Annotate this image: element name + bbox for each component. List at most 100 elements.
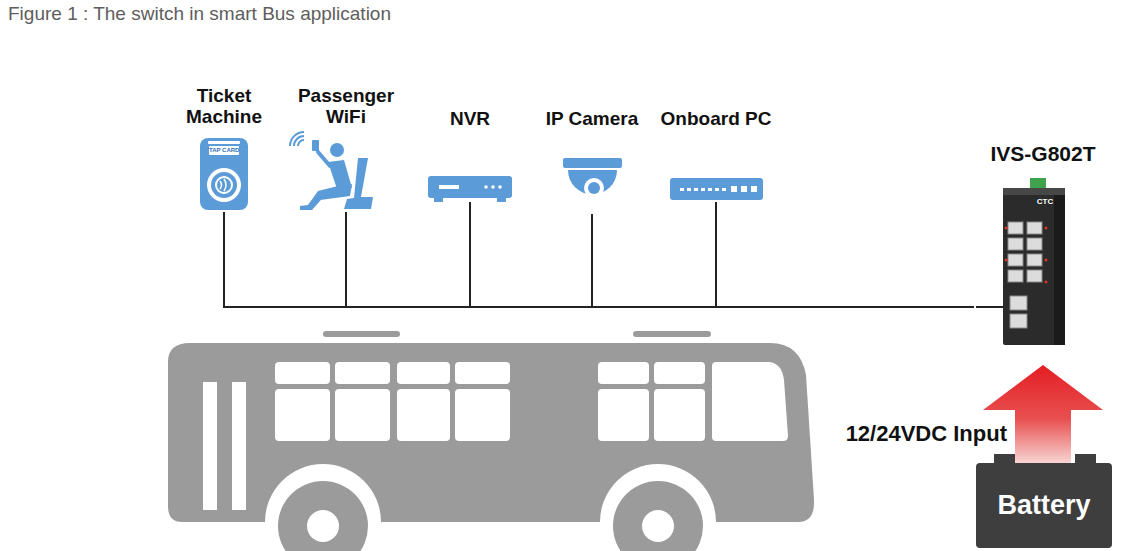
- onboard-pc-icon-part: [694, 188, 698, 191]
- bus-silhouette-part: [323, 331, 400, 337]
- bus-wire-stub-part: [976, 306, 1004, 308]
- passenger-wifi-icon-part: [290, 132, 304, 146]
- onboard-pc-icon-part: [701, 188, 705, 191]
- node-label: Passenger WiFi: [286, 85, 406, 128]
- nvr-icon-part: [497, 198, 506, 202]
- battery-box: Battery: [976, 463, 1112, 548]
- switch-picture-part: [1027, 270, 1042, 282]
- switch-picture-part: [1010, 314, 1027, 328]
- bus-silhouette-part: [275, 362, 330, 384]
- bus-silhouette-part: [642, 510, 674, 542]
- onboard-pc-icon-part: [722, 188, 726, 191]
- bus-silhouette-part: [598, 362, 649, 384]
- onboard-pc-node: Onboard PC: [655, 108, 777, 202]
- figure-title: Figure 1 : The switch in smart Bus appli…: [8, 3, 391, 25]
- bus-silhouette-part: [203, 382, 217, 510]
- tap-card-text: TAP CARD: [209, 146, 239, 155]
- switch-node: IVS-G802T: [974, 142, 1112, 350]
- node-label: Ticket Machine: [174, 85, 274, 128]
- switch-picture-part: [1045, 259, 1048, 262]
- ip-camera-icon-part: [588, 182, 600, 194]
- passenger-wifi-icon-part: [344, 158, 373, 209]
- ticket-machine-icon-part: [211, 172, 237, 198]
- passenger-wifi-icon-part: [330, 143, 344, 157]
- bus-silhouette-part: [265, 464, 381, 551]
- bus-silhouette-part: [598, 389, 649, 441]
- onboard-pc-icon-part: [731, 186, 737, 192]
- switch-picture-part: [1027, 222, 1042, 234]
- switch-picture-part: [1027, 254, 1042, 266]
- nvr-icon-part: [428, 176, 512, 198]
- bus-silhouette-part: [335, 362, 390, 384]
- brand-logo: CTC: [1034, 197, 1056, 207]
- onboard-pc-icon-part: [687, 188, 691, 191]
- node-label: IVS-G802T: [976, 142, 1110, 166]
- bus-silhouette-part: [455, 362, 510, 384]
- node-label: NVR: [420, 108, 520, 129]
- switch-picture-part: [1005, 259, 1008, 262]
- passenger-wifi-icon-part: [312, 140, 319, 151]
- edge-label: 12/24VDC Input: [846, 421, 1007, 447]
- bus-cable: [224, 212, 974, 307]
- bus-silhouette-part: [654, 389, 705, 441]
- bus-silhouette-part: [397, 389, 450, 441]
- bus-cable: [470, 202, 974, 307]
- onboard-pc-icon: [670, 178, 763, 200]
- bus-silhouette-part: [455, 389, 510, 441]
- nvr-icon-part: [498, 185, 502, 189]
- ip-camera-node: IP Camera: [533, 108, 651, 214]
- switch-picture-part: [1027, 238, 1042, 250]
- ip-camera-icon-part: [584, 178, 604, 198]
- bus-silhouette-part: [275, 389, 330, 441]
- passenger-wifi-icon-part: [300, 191, 327, 210]
- onboard-pc-icon-part: [751, 186, 757, 192]
- switch-picture-part: [1008, 270, 1023, 282]
- ip-camera-icon-part: [568, 170, 617, 195]
- bus-silhouette-part: [278, 481, 368, 551]
- nvr-icon-part: [484, 185, 488, 189]
- bus-silhouette-part: [613, 481, 703, 551]
- nvr-icon-part: [434, 198, 443, 202]
- power-arrow: [983, 365, 1103, 463]
- bus-silhouette-part: [168, 343, 814, 522]
- passenger-wifi-icon-part: [318, 152, 330, 166]
- nvr-icon-part: [491, 185, 495, 189]
- ticket-machine-icon-part: [209, 146, 239, 155]
- ip-camera-icon-part: [563, 158, 622, 168]
- bus-cable: [346, 212, 974, 307]
- bus-cable: [716, 202, 974, 307]
- switch-picture-part: [1003, 188, 1065, 195]
- onboard-pc-icon-part: [670, 178, 763, 200]
- switch-picture-part: [1008, 254, 1023, 266]
- node-label: Onboard PC: [657, 108, 775, 129]
- nvr-icon: [428, 176, 512, 202]
- nvr-icon-part: [439, 185, 459, 189]
- ticket-machine-icon-part: [200, 138, 248, 210]
- bus-silhouette-part: [712, 362, 788, 441]
- ticket-machine-icon-part: [216, 177, 232, 193]
- switch-picture: [1003, 178, 1065, 345]
- node-label: IP Camera: [535, 108, 649, 129]
- switch-picture-part: [1005, 227, 1008, 230]
- bus-silhouette-part: [600, 464, 716, 551]
- ticket-machine-icon-part: [220, 179, 226, 191]
- bus-silhouette-part: [335, 389, 390, 441]
- switch-picture-part: [1008, 238, 1023, 250]
- bus-silhouette-part: [654, 362, 705, 384]
- ip-camera-icon: [563, 158, 622, 198]
- onboard-pc-icon-part: [708, 188, 712, 191]
- passenger-wifi-icon: [290, 132, 373, 210]
- node-label: Battery: [978, 490, 1110, 520]
- switch-picture-part: [1008, 222, 1023, 234]
- switch-picture-part: [1003, 188, 1065, 345]
- switch-picture-part: [1010, 296, 1027, 310]
- switch-picture-part: [1045, 227, 1048, 230]
- onboard-pc-icon-part: [715, 188, 719, 191]
- onboard-pc-icon-part: [680, 188, 684, 191]
- bus-silhouette-part: [232, 382, 246, 510]
- onboard-pc-icon-part: [741, 186, 747, 192]
- ticket-machine-icon: [200, 138, 248, 210]
